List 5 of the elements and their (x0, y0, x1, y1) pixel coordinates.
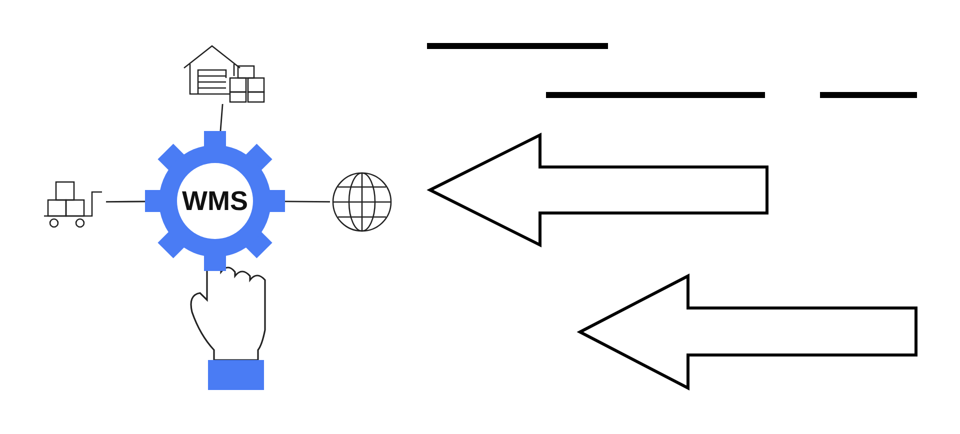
connector-line (220, 104, 224, 132)
connector-line (106, 200, 145, 202)
gear-label: WMS (182, 186, 248, 216)
connector-line (285, 200, 330, 202)
globe-icon (330, 170, 394, 234)
